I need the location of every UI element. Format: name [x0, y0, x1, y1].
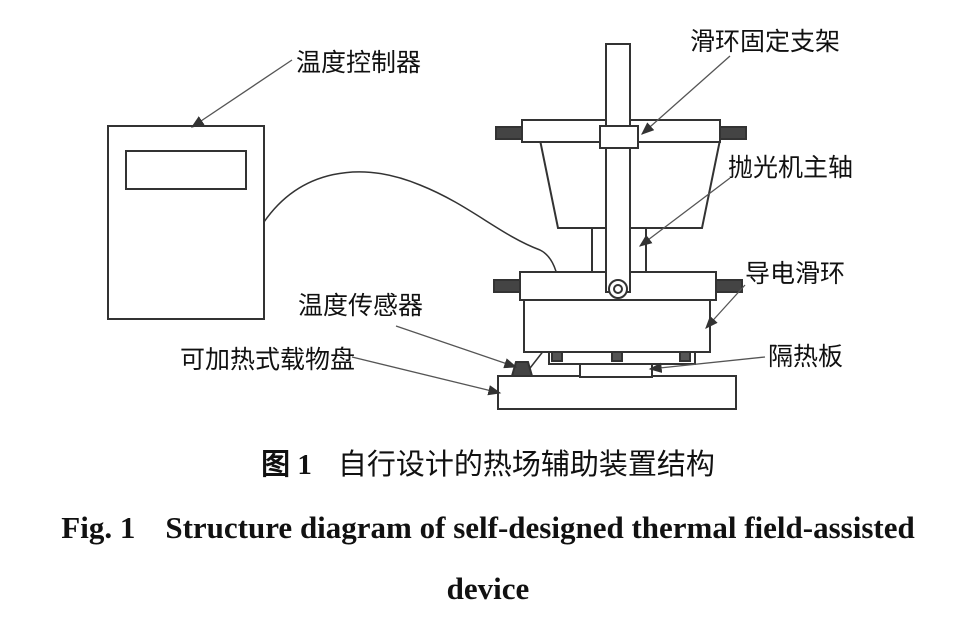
caption-cn-number: 图 1 — [261, 449, 312, 481]
caption-cn-text: 自行设计的热场辅助装置结构 — [337, 447, 715, 481]
slip-ring-housing — [523, 299, 711, 353]
label-temperature-controller: 温度控制器 — [296, 48, 422, 77]
leader-temp-controller — [190, 59, 293, 128]
temperature-sensor — [510, 361, 534, 377]
caption-en-number: Fig. 1 — [61, 510, 136, 545]
leader-bracket — [641, 55, 731, 135]
caption-chinese: 图 1 自行设计的热场辅助装置结构 — [0, 441, 976, 483]
leader-insulation — [648, 356, 766, 373]
caption-english-line2: device — [0, 571, 976, 607]
device-structure-diagram — [107, 43, 766, 410]
insulation-plate — [579, 362, 653, 378]
controller-display — [125, 150, 247, 190]
caption-english-line1: Fig. 1 Structure diagram of self-designed… — [0, 510, 976, 546]
leader-heated-stage — [351, 356, 502, 396]
caption-en-text-line2: device — [446, 571, 530, 606]
label-temperature-sensor: 温度传感器 — [298, 291, 424, 320]
leader-sensor — [395, 325, 518, 369]
label-polisher-spindle: 抛光机主轴 — [728, 153, 854, 182]
label-insulation-plate: 隔热板 — [768, 342, 844, 371]
caption-en-text-line1: Structure diagram of self-designed therm… — [165, 510, 915, 545]
bracket-clamp — [599, 125, 639, 149]
label-slip-ring-bracket: 滑环固定支架 — [690, 27, 841, 56]
slip-ring-bracket — [605, 43, 631, 293]
heated-stage — [497, 375, 737, 410]
leader-spindle — [638, 177, 731, 247]
leader-slip-ring — [705, 284, 746, 329]
label-conductive-slip-ring: 导电滑环 — [745, 259, 846, 288]
label-heated-stage: 可加热式载物盘 — [180, 345, 356, 374]
